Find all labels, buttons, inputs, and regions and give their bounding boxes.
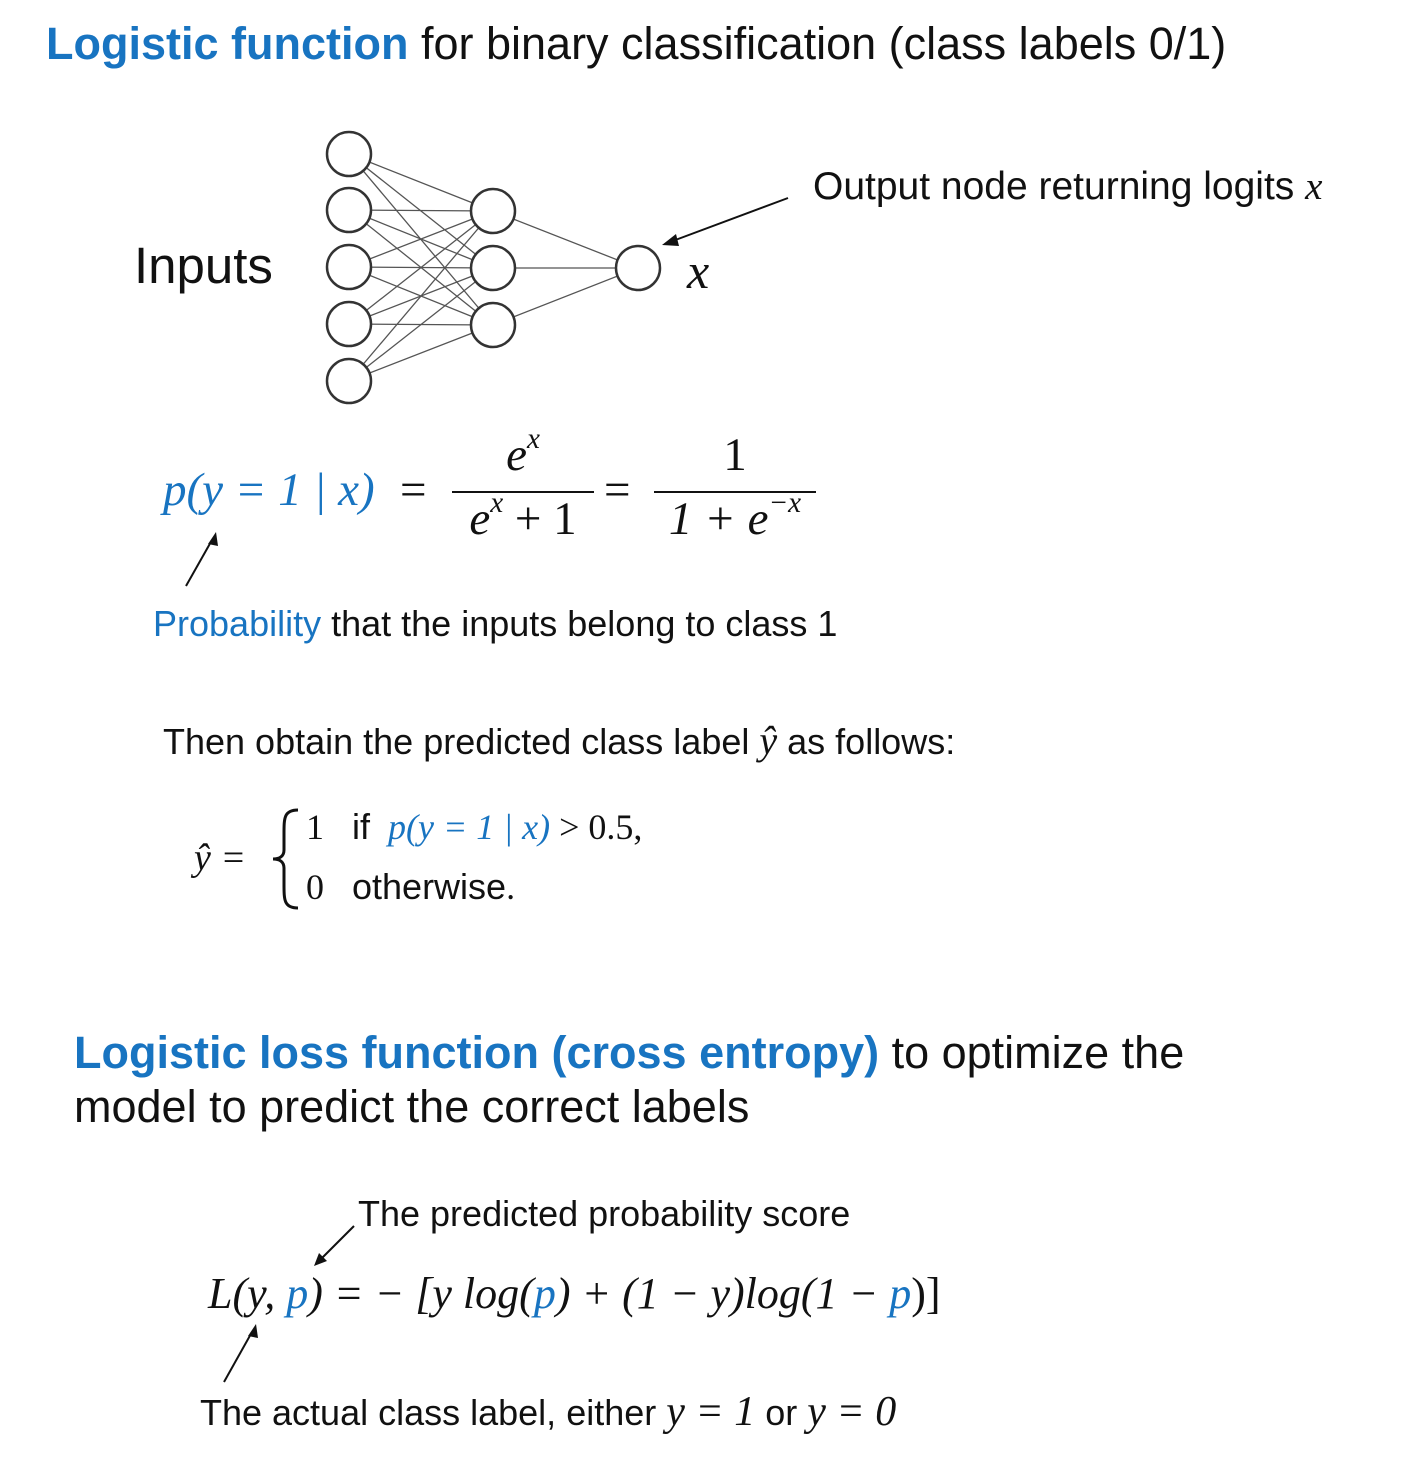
loss-eq-mid2: ) + (1 − y)log(1 − <box>555 1269 890 1318</box>
case1-if: if <box>352 806 370 847</box>
title-logistic-loss: Logistic loss function (cross entropy) t… <box>74 1026 1184 1134</box>
input-node <box>325 186 373 234</box>
actual-y1: y = 1 <box>666 1389 756 1435</box>
input-node <box>325 300 373 348</box>
output-node-annotation: Output node returning logits x <box>813 164 1322 209</box>
output-variable: x <box>687 243 710 299</box>
case2-end: . <box>506 867 516 907</box>
fraction-1: ex ex + 1 <box>452 423 594 546</box>
probability-expression: p(y = 1 | x) <box>163 464 375 516</box>
case2-text: otherwise <box>352 866 507 907</box>
title1-rest: for binary classification (class labels … <box>408 18 1227 69</box>
title2-rest: to optimize the <box>879 1027 1185 1078</box>
actual-label-arrow <box>223 1324 258 1383</box>
equals-sign-1: = <box>400 464 427 516</box>
probability-note: Probability that the inputs belong to cl… <box>153 603 837 645</box>
hidden-node <box>469 187 517 235</box>
network-edges <box>348 153 639 382</box>
network-edge <box>348 209 494 212</box>
input-node <box>325 243 373 291</box>
probability-note-highlight: Probability <box>153 603 322 644</box>
network-edge <box>348 267 494 382</box>
title2-line2: model to predict the correct labels <box>74 1081 750 1132</box>
fraction-2: 1 1 + e−x <box>654 428 816 546</box>
piecewise-case-2: 0 otherwise. <box>306 866 515 908</box>
predicted-probability-note: The predicted probability score <box>358 1193 851 1234</box>
fraction-1-denominator: ex + 1 <box>469 487 577 545</box>
prediction-instruction: Then obtain the predicted class label ŷ … <box>163 717 955 764</box>
probability-note-rest: that the inputs belong to class 1 <box>321 603 838 644</box>
output-annotation-var: x <box>1305 165 1323 208</box>
then-line-before: Then obtain the predicted class label <box>163 721 760 762</box>
output-arrowhead <box>662 234 679 246</box>
fraction-2-denominator: 1 + e−x <box>668 487 802 545</box>
loss-eq-end: )] <box>911 1269 941 1318</box>
fraction-2-bar <box>654 491 816 493</box>
loss-eq-p: p <box>286 1269 309 1318</box>
hidden-node <box>469 244 517 292</box>
piecewise-case-1: 1 if p(y = 1 | x) > 0.5, <box>306 806 642 848</box>
equals-sign-2: = <box>604 464 631 516</box>
actual-label-note: The actual class label, either y = 1 or … <box>200 1388 896 1436</box>
network-edge <box>492 210 639 269</box>
network-edge <box>348 324 494 382</box>
title1-highlight: Logistic function <box>46 18 409 69</box>
input-node <box>325 357 373 405</box>
network-edge <box>348 153 494 212</box>
neural-network-diagram <box>325 130 789 405</box>
title-logistic-function: Logistic function for binary classificat… <box>46 18 1226 70</box>
probability-arrow <box>185 532 218 587</box>
loss-eq-l: L(y, <box>208 1269 287 1318</box>
fraction-2-numerator: 1 <box>723 429 747 481</box>
piecewise-lhs: ŷ = <box>194 837 247 879</box>
piecewise-brace <box>272 808 299 910</box>
network-nodes <box>325 130 662 405</box>
input-node <box>325 130 373 178</box>
loss-eq-p2: p <box>533 1269 556 1318</box>
case2-value: 0 <box>306 867 324 907</box>
actual-note-text: The actual class label, either <box>200 1392 667 1433</box>
network-edge <box>348 210 494 382</box>
yhat-variable: ŷ <box>759 718 778 763</box>
loss-eq-p3: p <box>889 1269 912 1318</box>
title2-highlight: Logistic loss function (cross entropy) <box>74 1027 880 1078</box>
loss-eq-mid: ) = − [y log( <box>308 1269 534 1318</box>
fraction-1-bar <box>452 491 594 493</box>
fraction-1-numerator: ex <box>506 423 540 481</box>
predicted-probability-arrow <box>314 1225 355 1266</box>
hidden-node <box>469 301 517 349</box>
network-edge <box>492 267 639 326</box>
actual-y0: y = 0 <box>807 1389 897 1435</box>
output-node <box>614 244 662 292</box>
loss-equation: L(y, p) = − [y log(p) + (1 − y)log(1 − p… <box>208 1268 941 1319</box>
then-line-after: as follows: <box>777 721 956 762</box>
output-annotation-text: Output node returning logits <box>813 165 1306 208</box>
case1-value: 1 <box>306 807 324 847</box>
network-edge <box>348 210 494 325</box>
output-arrow <box>669 197 789 243</box>
case1-condition: p(y = 1 | x) <box>388 807 551 847</box>
actual-or: or <box>755 1392 808 1433</box>
inputs-label: Inputs <box>134 237 273 294</box>
case1-threshold: > 0.5, <box>550 807 643 847</box>
network-edge <box>348 210 494 268</box>
